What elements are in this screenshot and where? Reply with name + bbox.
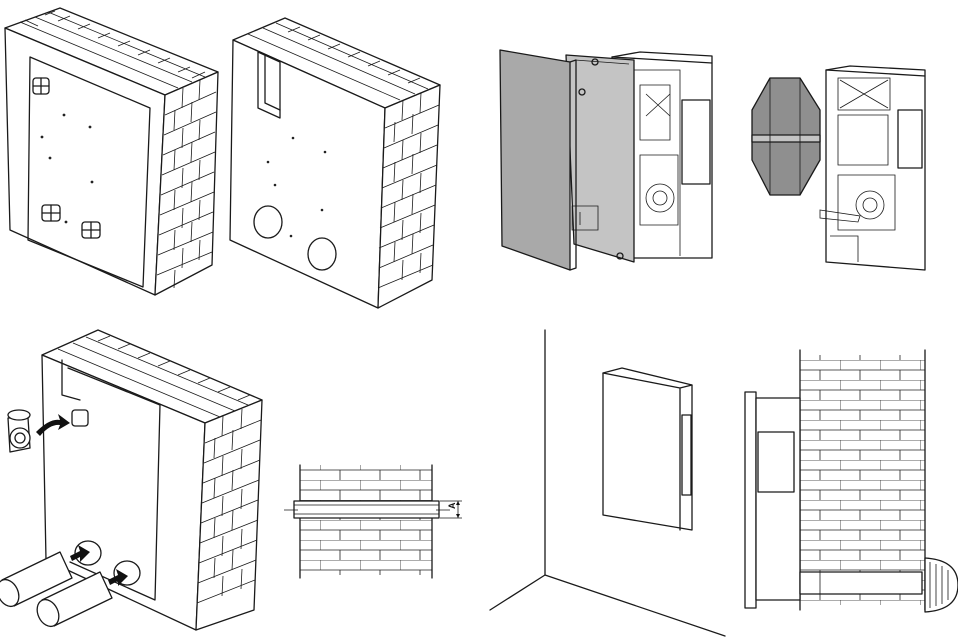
side-wall-bricks — [800, 355, 925, 605]
arrow-duct-5b — [108, 569, 128, 586]
unit3-front-cover — [499, 49, 571, 271]
unit4-internals — [819, 77, 896, 262]
duct-knockout-bottom-right — [81, 221, 101, 239]
unit-recess-outline — [27, 56, 151, 288]
section-wall-faces — [299, 464, 433, 579]
duct-knockout-top-5 — [71, 409, 89, 427]
duct-knockout-bottom-left — [41, 204, 61, 222]
unit7-side-grille — [681, 414, 692, 496]
unit3-side-grille — [681, 99, 711, 185]
unit4-side-grille — [897, 109, 923, 169]
unit8-body — [755, 397, 801, 601]
duct-pipe-left — [0, 551, 73, 608]
mounting-points — [40, 113, 94, 224]
wall5-side-face — [195, 399, 263, 631]
wall-top-bricks — [19, 10, 206, 89]
cutout-slot — [257, 51, 281, 119]
duct-knockout-top — [32, 77, 50, 95]
duct-hole-right — [307, 237, 337, 271]
duct-hole-5a — [74, 540, 102, 566]
unit3-inner-plate — [565, 54, 635, 263]
elbow-fitting — [7, 409, 31, 453]
cutout-slot-inner — [264, 54, 281, 111]
panel-unit-filter-removed — [751, 65, 926, 271]
unit8-grille — [757, 431, 795, 493]
unit4-cabinet — [825, 69, 926, 271]
duct-hole-left — [253, 205, 283, 239]
arrow-duct-5a — [70, 545, 90, 562]
unit8-front-panel — [744, 391, 757, 609]
panel-unit-open-cover — [499, 49, 713, 271]
panel-unit-mounted — [489, 329, 726, 637]
section-bricks — [300, 465, 432, 575]
section-duct — [293, 500, 440, 519]
duct-pipe-right — [36, 571, 113, 628]
arrow-elbow-insert — [36, 414, 70, 436]
room-floor-edges — [489, 574, 726, 637]
unit3-internals — [632, 69, 681, 256]
unit7-body — [602, 367, 693, 531]
wall-side-bricks — [156, 79, 217, 289]
duct-hole-5b — [113, 560, 141, 586]
panel-wall-ducts — [0, 329, 263, 631]
panel-wall-cutout — [229, 17, 441, 309]
unit8-duct — [799, 571, 923, 595]
dimension-label-a: A — [447, 502, 457, 509]
panel-wall-section: A — [284, 464, 462, 579]
dimension-a: A — [440, 500, 462, 519]
panel-wall-front — [4, 7, 219, 296]
panel-unit-side-section — [744, 349, 958, 613]
